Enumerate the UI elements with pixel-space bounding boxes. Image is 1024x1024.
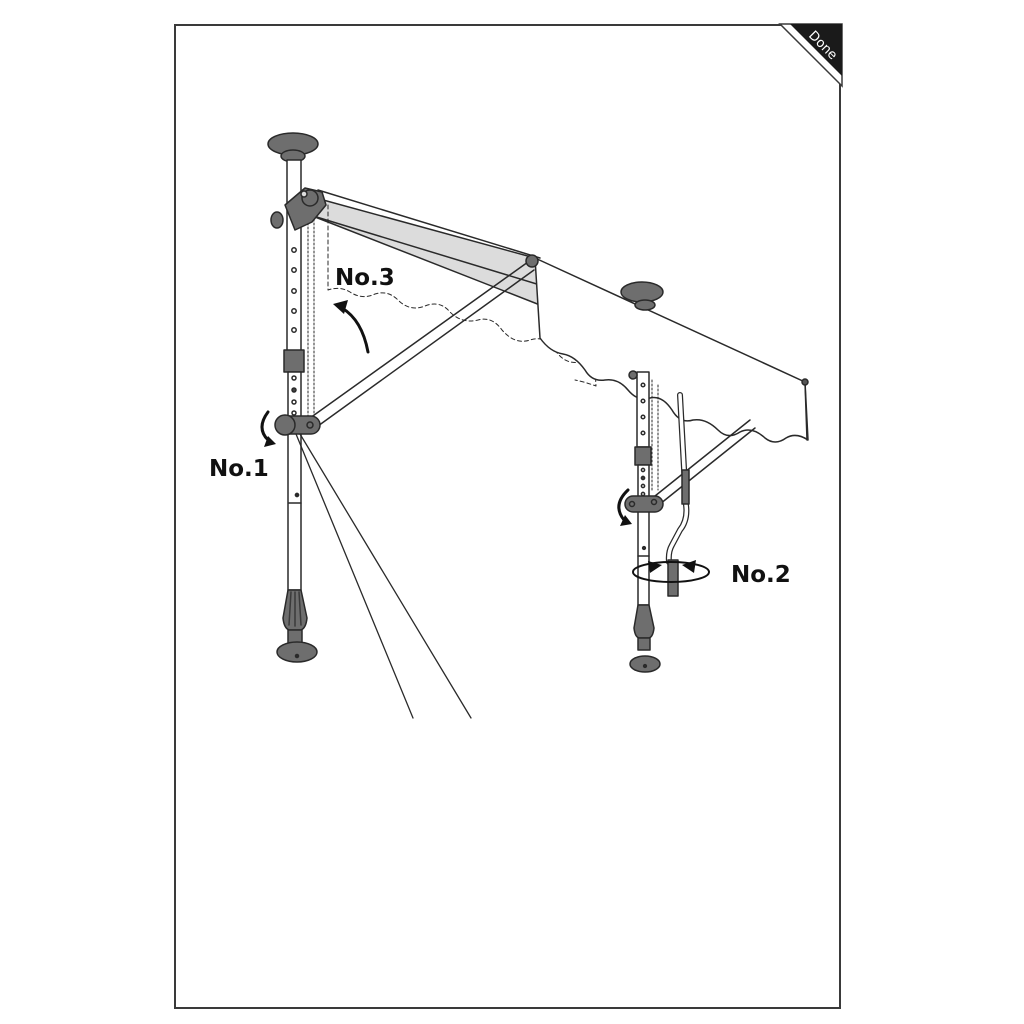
- awning-fabric: [534, 257, 809, 443]
- right-clamp: [624, 495, 664, 513]
- label-no1: No.1: [209, 456, 269, 482]
- instruction-page: [174, 24, 841, 1009]
- rotate-arrow-no2: [632, 560, 710, 583]
- rotate-arrow-no1: [260, 410, 276, 447]
- crank-handle: [665, 392, 690, 597]
- label-no3: No.3: [335, 265, 395, 291]
- right-pole: [620, 281, 664, 673]
- rotate-arrow-right-clamp: [617, 488, 632, 526]
- right-support-arm: [654, 419, 756, 505]
- rope: [295, 433, 414, 719]
- label-no2: No.2: [731, 562, 791, 588]
- rope: [299, 433, 472, 719]
- rotate-arrow-no3: [333, 300, 370, 354]
- left-clamp: [274, 414, 321, 436]
- left-support-arm: [309, 254, 539, 427]
